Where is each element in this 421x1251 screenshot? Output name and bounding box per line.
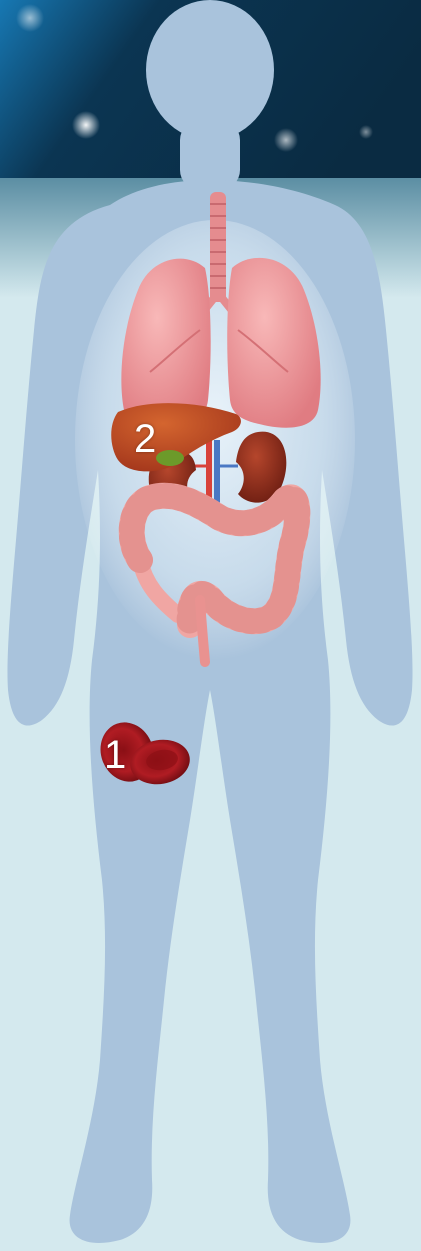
marker-label-liver: 2 <box>134 419 156 459</box>
marker-label-blood-cells: 1 <box>104 735 126 775</box>
sparkle <box>274 128 298 152</box>
sparkle <box>359 125 373 139</box>
sparkle <box>16 4 44 32</box>
sparkle <box>72 111 100 139</box>
